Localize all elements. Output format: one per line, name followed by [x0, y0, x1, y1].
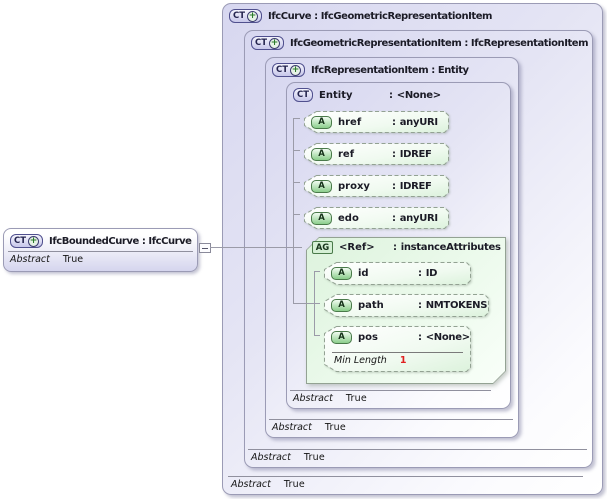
attribute-proxy[interactable]: A proxy :IDREF: [304, 175, 449, 197]
abstract-value: True: [345, 393, 367, 404]
abstract-value: True: [62, 254, 84, 265]
abstract-value: True: [283, 479, 305, 490]
type-box-header: CT+ IfcBoundedCurve : IfcCurve: [4, 229, 197, 248]
attribute-name: path: [358, 299, 384, 311]
derived-plus-icon: +: [247, 10, 259, 22]
type-box-header: CT Entity :<None>: [287, 83, 510, 102]
attribute-edo[interactable]: A edo :anyURI: [304, 207, 449, 229]
attribute-group-badge: AG: [312, 241, 333, 254]
abstract-value: True: [303, 452, 325, 463]
attribute-id[interactable]: A id :ID: [324, 262, 471, 285]
collapse-handle[interactable]: [199, 243, 211, 253]
tree-stub-edo: [293, 214, 300, 215]
tree-stub-proxy: [293, 182, 300, 183]
abstract-row: Abstract True: [228, 476, 583, 490]
tree-stub-id: [314, 271, 320, 272]
attribute-name: edo: [338, 212, 359, 224]
derived-plus-icon: +: [28, 235, 40, 247]
type-box-entity[interactable]: CT Entity :<None> A href :anyURI: [286, 82, 511, 409]
attribute-badge: A: [331, 330, 352, 344]
attribute-name: id: [358, 267, 369, 279]
abstract-row: Abstract True: [4, 252, 197, 265]
facet-min-length: Min Length 1: [334, 355, 406, 366]
attribute-ref[interactable]: A ref :IDREF: [304, 143, 449, 165]
type-title: IfcCurve : IfcGeometricRepresentationIte…: [268, 10, 493, 22]
type-box-header: CT+ IfcCurve : IfcGeometricRepresentatio…: [223, 4, 602, 23]
complex-type-badge: CT+: [251, 36, 285, 50]
type-box-header: CT+ IfcRepresentationItem : Entity: [266, 58, 518, 77]
attribute-badge: A: [331, 298, 352, 312]
attribute-pos[interactable]: A pos :<None> Min Length 1: [324, 326, 471, 372]
attribute-type: :anyURI: [392, 212, 438, 224]
derived-plus-icon: +: [290, 64, 302, 76]
abstract-row: Abstract True: [269, 419, 513, 433]
attribute-type: :IDREF: [392, 180, 432, 192]
type-box-ifccurve[interactable]: CT+ IfcCurve : IfcGeometricRepresentatio…: [222, 3, 603, 495]
attribute-group-name: <Ref>: [339, 242, 375, 253]
abstract-label: Abstract: [251, 452, 291, 463]
abstract-label: Abstract: [293, 393, 333, 404]
abstract-label: Abstract: [272, 422, 312, 433]
complex-type-badge: CT+: [10, 234, 44, 248]
complex-type-badge: CT+: [272, 63, 306, 77]
attribute-badge: A: [311, 147, 332, 161]
divider: [8, 251, 193, 252]
attribute-name: proxy: [338, 180, 370, 192]
attribute-type: :IDREF: [392, 148, 432, 160]
connector-line: [210, 247, 302, 248]
type-title: IfcRepresentationItem : Entity: [311, 64, 469, 76]
abstract-value: True: [324, 422, 346, 433]
attribute-type: :anyURI: [392, 116, 438, 128]
inner-trunk-line: [314, 271, 315, 336]
attribute-type: :NMTOKENS: [418, 299, 488, 311]
attribute-type: :ID: [418, 267, 438, 279]
tree-stub-href: [293, 118, 300, 119]
attribute-name: href: [338, 116, 362, 128]
tree-stub-ref: [293, 150, 300, 151]
attribute-badge: A: [311, 211, 332, 225]
type-box-ifcboundedcurve[interactable]: CT+ IfcBoundedCurve : IfcCurve Abstract …: [3, 228, 198, 272]
abstract-label: Abstract: [231, 479, 271, 490]
attribute-group-header: AG <Ref> :instanceAttributes: [312, 241, 501, 254]
attribute-path[interactable]: A path :NMTOKENS: [324, 294, 489, 317]
type-title: IfcBoundedCurve : IfcCurve: [49, 235, 192, 247]
attribute-badge: A: [311, 115, 332, 129]
attribute-badge: A: [311, 179, 332, 193]
tree-stub-pos: [314, 335, 320, 336]
derived-plus-icon: +: [269, 37, 281, 49]
facet-label: Min Length: [334, 355, 387, 366]
type-base: :<None>: [389, 89, 441, 101]
tree-trunk-line: [293, 118, 294, 304]
attribute-group-ref[interactable]: AG <Ref> :instanceAttributes A id :ID: [306, 237, 506, 384]
attribute-group-type: :instanceAttributes: [393, 242, 501, 253]
attribute-href[interactable]: A href :anyURI: [304, 111, 449, 133]
complex-type-badge: CT: [293, 88, 314, 102]
facet-value: 1: [399, 355, 407, 366]
type-box-ifcgeometricrepresentationitem[interactable]: CT+ IfcGeometricRepresentationItem : Ifc…: [244, 30, 593, 468]
attribute-name: ref: [338, 148, 355, 160]
attribute-name: pos: [358, 331, 378, 343]
type-title: IfcGeometricRepresentationItem : IfcRepr…: [290, 37, 589, 49]
complex-type-badge: CT+: [229, 9, 263, 23]
tree-stub-path: [293, 303, 320, 304]
type-box-header: CT+ IfcGeometricRepresentationItem : Ifc…: [245, 31, 592, 50]
abstract-row: Abstract True: [248, 449, 587, 463]
abstract-label: Abstract: [10, 254, 50, 265]
abstract-row: Abstract True: [290, 390, 491, 404]
type-name: Entity: [319, 89, 353, 101]
type-box-ifcrepresentationitem[interactable]: CT+ IfcRepresentationItem : Entity CT En…: [265, 57, 519, 438]
attribute-badge: A: [331, 266, 352, 280]
attribute-type: :<None>: [418, 331, 470, 343]
facet-divider: [332, 352, 463, 353]
minus-icon: [202, 247, 208, 249]
